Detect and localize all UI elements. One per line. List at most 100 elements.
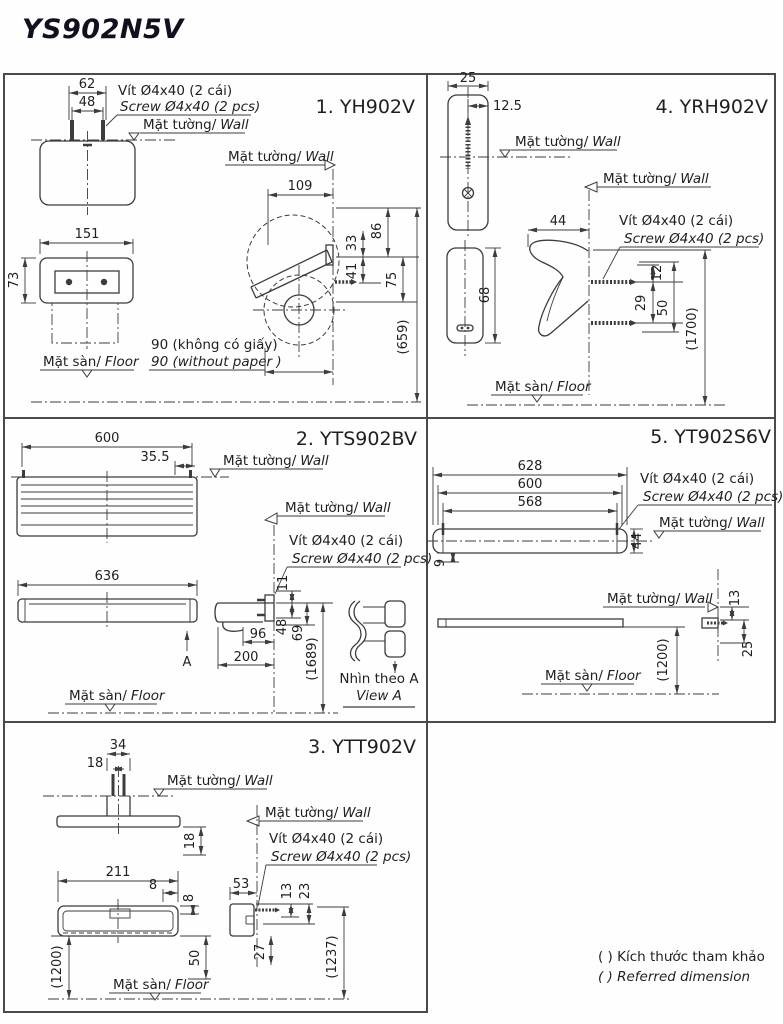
dim-68: 68 bbox=[478, 287, 493, 304]
dim-50: 50 bbox=[656, 300, 671, 317]
floor-label: Mặt sàn/Floor bbox=[43, 354, 140, 370]
wall-label: Mặt tường/Wall bbox=[167, 773, 273, 789]
vertical-divider bbox=[426, 73, 428, 723]
dim-34: 34 bbox=[110, 738, 127, 753]
dim-1700: (1700) bbox=[685, 307, 700, 350]
dim-109: 109 bbox=[288, 179, 313, 194]
screw-note-vi: Vít Ø4x40 (2 cái) bbox=[619, 213, 733, 229]
p1-side-view: Mặt tường/Wall 109 33 bbox=[149, 149, 421, 402]
dim-18-side: 18 bbox=[183, 833, 198, 850]
p1-floor: Mặt sàn/Floor bbox=[31, 354, 421, 403]
wall-label: Mặt tường/Wall bbox=[285, 500, 391, 516]
p3-side-view: Mặt tường/Wall Vít Ø4x40 (2 cái) Screw Ø… bbox=[229, 805, 411, 999]
dim-151: 151 bbox=[75, 227, 100, 242]
screw-note-vi: Vít Ø4x40 (2 cái) bbox=[640, 471, 754, 487]
dim-600: 600 bbox=[518, 477, 543, 492]
panel-label: 5. YT902S6V bbox=[650, 426, 771, 448]
dim-75: 75 bbox=[385, 272, 400, 289]
dim-13: 13 bbox=[280, 883, 295, 900]
dim-1689: (1689) bbox=[305, 637, 320, 680]
dim-48: 48 bbox=[79, 95, 96, 110]
p2-bar-view: 636 A bbox=[17, 569, 198, 670]
screw-note-en: Screw Ø4x40 (2 pcs) bbox=[624, 231, 764, 247]
p5-side-view: Mặt tường/Wall 13 25 (1200) bbox=[437, 569, 756, 694]
dim-25: 25 bbox=[741, 641, 756, 658]
dim-53: 53 bbox=[233, 877, 250, 892]
view-arrow-label: A bbox=[183, 655, 192, 670]
wall-label: Mặt tường/Wall bbox=[603, 171, 709, 187]
dim-13: 13 bbox=[728, 590, 743, 607]
dim-659: (659) bbox=[396, 320, 411, 355]
dim-86: 86 bbox=[370, 223, 385, 240]
bottom-left-cell-border bbox=[3, 721, 428, 1013]
p2-shelf-front-view: 600 35.5 Mặt tường/Wall bbox=[11, 431, 329, 543]
dim-211: 211 bbox=[106, 865, 131, 880]
p4-hook-front-view: 68 bbox=[446, 240, 501, 356]
reference-note: ( ) Kích thước tham khảo ( ) Referred di… bbox=[598, 947, 765, 987]
panel-yt902s6v: 5. YT902S6V 628 600 568 44 9 Vít Ø4x40 (… bbox=[427, 426, 783, 695]
p4-screw-front-view: 25 12.5 Mặt tường/Wall bbox=[440, 71, 621, 239]
view-a-label-en: View A bbox=[356, 688, 402, 704]
wall-label: Mặt tường/Wall bbox=[515, 134, 621, 150]
dim-44: 44 bbox=[630, 533, 645, 550]
dim-12-5: 12.5 bbox=[493, 99, 522, 114]
screw-note-vi: Vít Ø4x40 (2 cái) bbox=[289, 533, 403, 549]
panel-label: 2. YTS902BV bbox=[296, 428, 417, 450]
dim-1237: (1237) bbox=[325, 935, 340, 978]
panel-label: 1. YH902V bbox=[316, 96, 415, 118]
wall-label: Mặt tường/Wall bbox=[659, 515, 765, 531]
panel-yh902v: 1. YH902V 62 48 Vít Ø4x40 (2 cái) Screw … bbox=[7, 77, 421, 403]
page-title: YS902N5V bbox=[22, 14, 184, 45]
screw-note-vi: Vít Ø4x40 (2 cái) bbox=[269, 831, 383, 847]
p1-front-view: 62 48 Vít Ø4x40 (2 cái) Screw Ø4x40 (2 p… bbox=[31, 77, 260, 215]
p5-bar-front-view: 628 600 568 44 9 Vít Ø4x40 (2 cái) Screw… bbox=[427, 459, 783, 567]
dim-48: 48 bbox=[275, 619, 290, 636]
dim-62: 62 bbox=[79, 77, 96, 92]
panel-label: 3. YTT902V bbox=[308, 736, 416, 758]
dim-636: 636 bbox=[95, 569, 120, 584]
dim-18-top: 18 bbox=[87, 756, 104, 771]
dim-90-en: 90 (without paper ) bbox=[151, 354, 282, 370]
dim-41: 41 bbox=[345, 263, 360, 280]
dim-96: 96 bbox=[250, 627, 267, 642]
horizontal-divider bbox=[3, 417, 776, 419]
dim-29: 29 bbox=[634, 295, 649, 312]
wall-label: Mặt tường/Wall bbox=[228, 149, 334, 165]
dim-27: 27 bbox=[253, 944, 268, 961]
wall-label: Mặt tường/Wall bbox=[143, 117, 249, 133]
p3-bar-front-view: 211 8 8 50 (1200) bbox=[50, 865, 211, 999]
dim-73: 73 bbox=[7, 272, 22, 289]
reference-note-vi: ( ) Kích thước tham khảo bbox=[598, 949, 765, 965]
panel-yrh902v: 4. YRH902V 25 12.5 Mặt tường/Wall bbox=[440, 71, 768, 406]
dim-11: 11 bbox=[276, 575, 291, 592]
dim-50: 50 bbox=[188, 950, 203, 967]
p2-view-a: Nhìn theo A View A bbox=[339, 600, 419, 708]
dim-1200: (1200) bbox=[50, 945, 65, 988]
p3-t-front-view: Mặt tường/Wall 34 18 18 bbox=[43, 738, 273, 856]
floor-label: Mặt sàn/Floor bbox=[495, 379, 592, 395]
p2-side-view: Mặt tường/Wall Vít Ø4x40 (2 cái) Screw Ø… bbox=[214, 500, 432, 715]
panel-ytt902v: 3. YTT902V Mặt tường/Wall 34 18 18 211 bbox=[43, 736, 416, 1001]
dim-12: 12 bbox=[650, 265, 665, 282]
dim-9: 9 bbox=[433, 559, 448, 567]
p4-hook-side-view: Mặt tường/Wall 44 Vít Ø4x40 (2 cái) Scre… bbox=[527, 171, 764, 405]
wall-label: Mặt tường/Wall bbox=[223, 453, 329, 469]
dim-1200: (1200) bbox=[656, 638, 671, 681]
p5-floor: Mặt sàn/Floor bbox=[522, 668, 719, 695]
dim-200: 200 bbox=[234, 650, 259, 665]
dim-44: 44 bbox=[550, 214, 567, 229]
p1-bottom-view: 151 73 bbox=[7, 227, 134, 349]
dim-628: 628 bbox=[518, 459, 543, 474]
floor-label: Mặt sàn/Floor bbox=[69, 688, 166, 704]
wall-label: Mặt tường/Wall bbox=[607, 591, 713, 607]
dim-23: 23 bbox=[298, 883, 313, 900]
dim-69: 69 bbox=[291, 625, 306, 642]
p2-floor: Mặt sàn/Floor bbox=[48, 688, 338, 714]
floor-label: Mặt sàn/Floor bbox=[113, 977, 210, 993]
dim-33: 33 bbox=[345, 235, 360, 252]
reference-note-en: ( ) Referred dimension bbox=[598, 969, 751, 985]
p3-floor: Mặt sàn/Floor bbox=[48, 977, 351, 1001]
screw-note-en: Screw Ø4x40 (2 pcs) bbox=[643, 489, 783, 505]
dim-8-horizontal: 8 bbox=[149, 878, 157, 893]
